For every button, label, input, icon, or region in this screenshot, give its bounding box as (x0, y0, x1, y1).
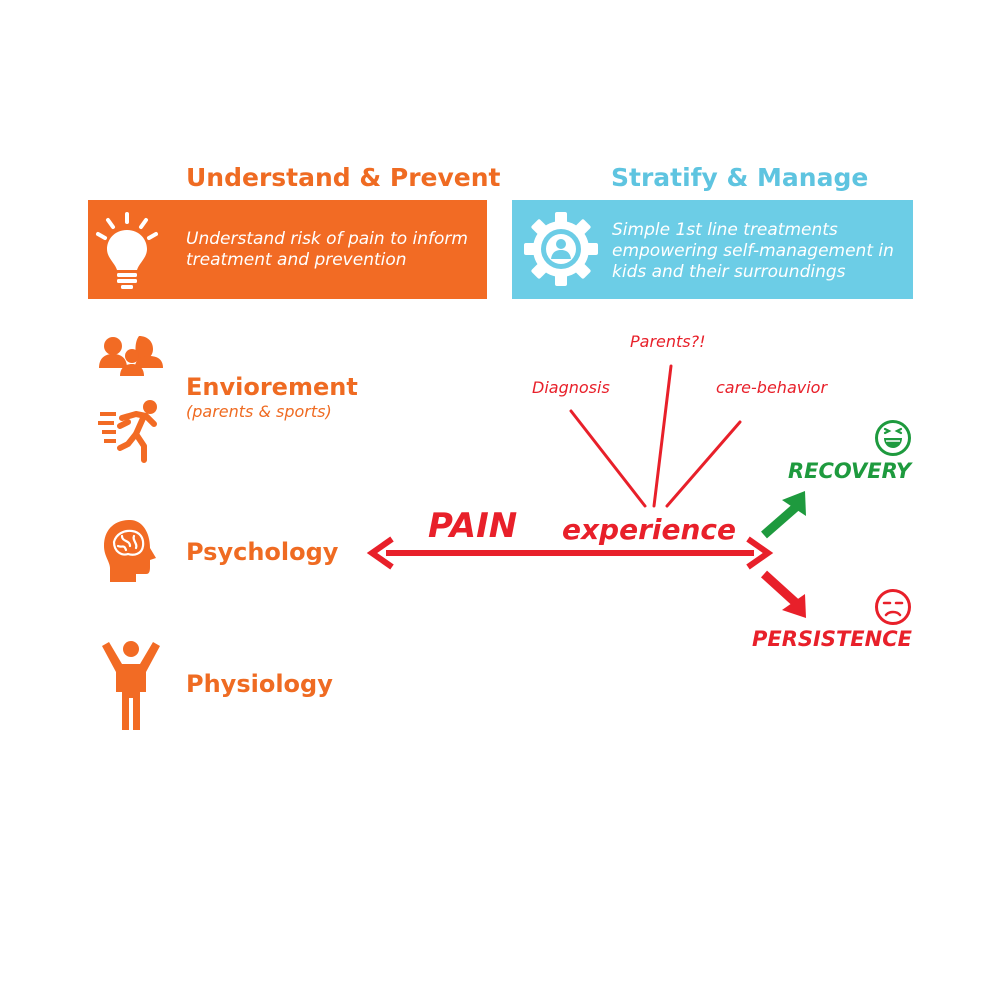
brain-head-icon (104, 520, 156, 582)
frown-icon (875, 589, 911, 625)
stratify-box-text: Simple 1st line treatments empowering se… (612, 220, 894, 283)
stratify-manage-heading: Stratify & Manage (611, 163, 869, 192)
psychology-label: Psychology (186, 538, 339, 566)
running-person-icon (98, 400, 157, 463)
diagnosis-connector (569, 409, 647, 508)
parents-connector (652, 364, 673, 508)
stratify-line-1: Simple 1st line treatments (612, 220, 838, 240)
experience-label: experience (562, 513, 737, 546)
understand-box-text: Understand risk of pain to inform treatm… (186, 229, 468, 271)
care-behavior-connector (665, 420, 742, 508)
recovery-arrow (761, 491, 806, 539)
care-behavior-label: care-behavior (716, 378, 828, 397)
understand-box: Understand risk of pain to inform treatm… (88, 200, 487, 299)
family-icon (99, 336, 163, 376)
parents-label: Parents?! (630, 332, 706, 351)
understand-line-2: treatment and prevention (186, 250, 407, 270)
physiology-label: Physiology (186, 670, 333, 698)
environment-sub-label: (parents & sports) (186, 402, 332, 421)
pain-label: PAIN (428, 506, 518, 546)
persistence-label: PERSISTENCE (752, 627, 912, 651)
stratify-line-2: empowering self-management in (612, 241, 894, 261)
diagnosis-label: Diagnosis (532, 378, 610, 397)
pain-double-arrow (366, 536, 774, 570)
recovery-label: RECOVERY (788, 459, 912, 483)
smiley-icon (875, 420, 911, 456)
gear-person-icon (524, 212, 598, 286)
environment-label: Enviorement (186, 373, 358, 401)
person-arms-up-icon (102, 641, 160, 730)
understand-prevent-heading: Understand & Prevent (186, 163, 501, 192)
understand-line-1: Understand risk of pain to inform (186, 229, 468, 249)
lightbulb-icon (96, 212, 158, 289)
persistence-arrow (760, 570, 806, 618)
stratify-box: Simple 1st line treatments empowering se… (512, 200, 913, 299)
stratify-line-3: kids and their surroundings (612, 262, 846, 282)
